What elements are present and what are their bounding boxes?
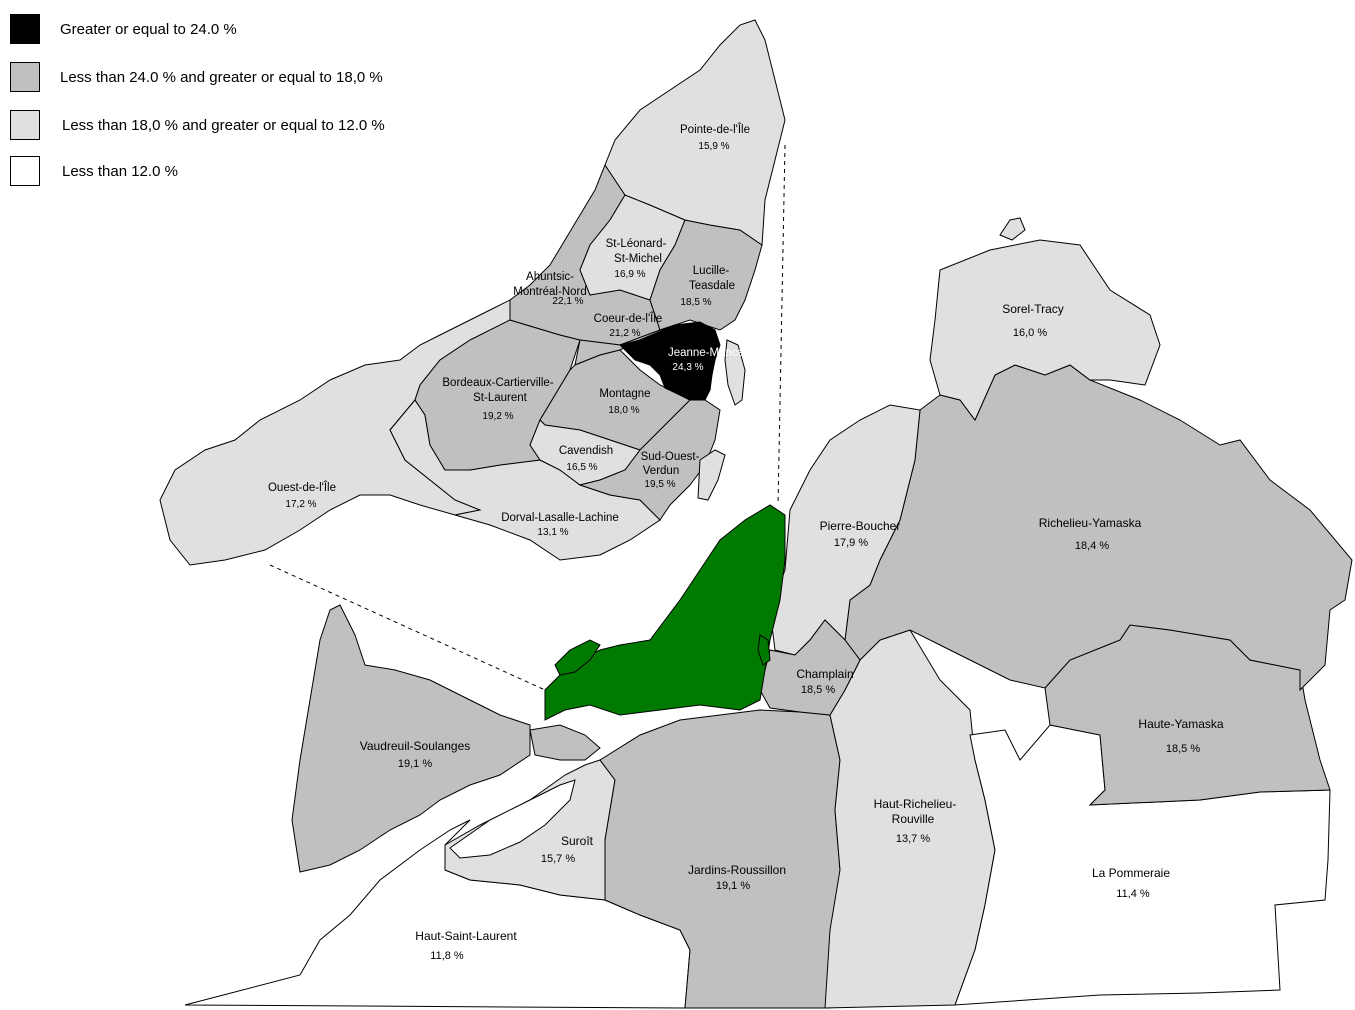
region-vaudreuil-soulanges [291,604,531,873]
inset-island-1 [724,339,746,406]
legend-label: Less than 12.0 % [62,163,178,180]
laval-island-highlight [554,639,601,676]
legend-swatch-black [10,14,40,44]
legend-item-class2: Less than 24.0 % and greater or equal to… [10,62,490,94]
montreal-island-highlight [544,504,786,721]
inset-region-jeanne-mance [619,321,721,401]
region-champlain [759,619,861,716]
inset-region-pointe-de-l-ile [604,19,786,246]
legend-swatch-dark-gray [10,62,40,92]
legend-swatch-white [10,156,40,186]
region-richelieu-yamaska [844,364,1353,692]
legend-item-class1: Greater or equal to 24.0 % [10,14,490,46]
region-sorel-tracy [929,239,1161,421]
inset-island-2 [697,449,726,501]
river-loop-suroit [449,779,576,859]
legend-swatch-light-gray [10,110,40,140]
legend-item-class3: Less than 18,0 % and greater or equal to… [10,110,490,142]
inset-island-3 [999,217,1026,241]
legend-label: Less than 18,0 % and greater or equal to… [62,117,385,134]
inset-region-sud-ouest-verdun [578,399,721,521]
legend-item-class4: Less than 12.0 % [10,156,490,188]
zoom-line-right [777,144,786,506]
island-chateauguay [529,724,601,761]
region-haut-richelieu-rouville [824,629,996,1009]
zoom-line-left [269,564,546,691]
region-pierre-boucher [769,404,921,656]
legend-label: Greater or equal to 24.0 % [60,21,237,38]
legend-label: Less than 24.0 % and greater or equal to… [60,69,383,86]
ile-sainte-helene-highlight [757,634,771,666]
